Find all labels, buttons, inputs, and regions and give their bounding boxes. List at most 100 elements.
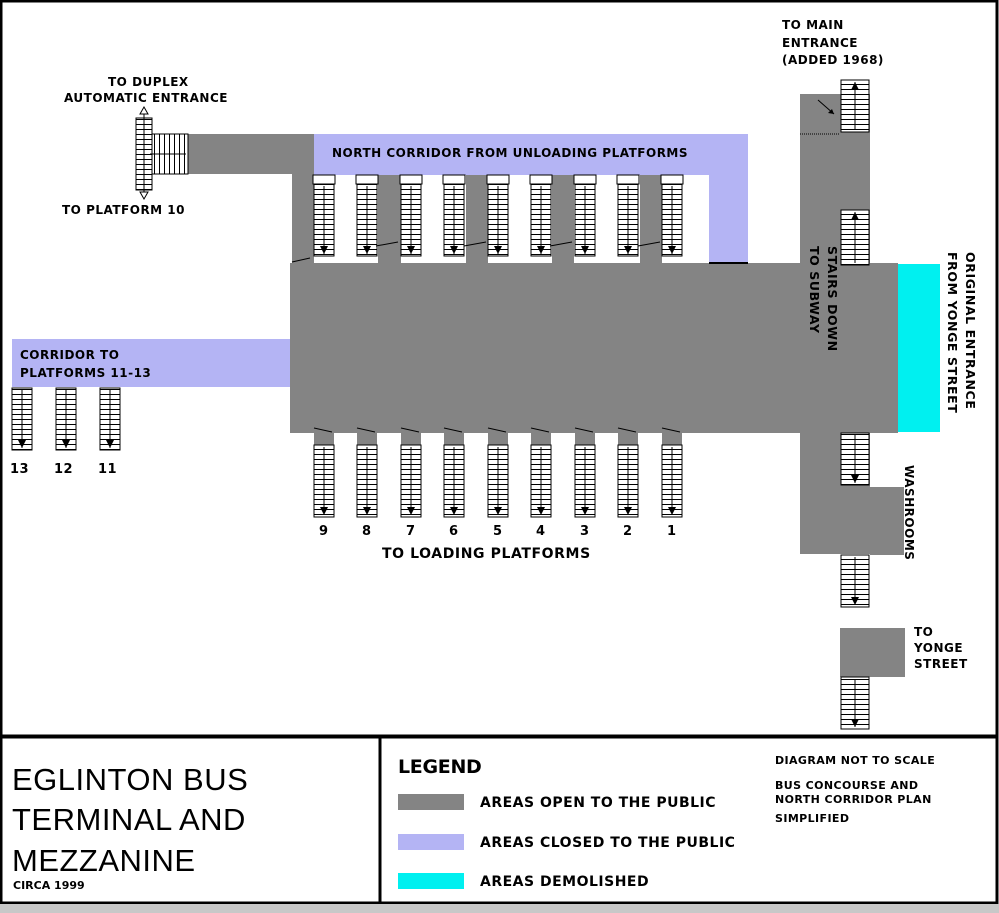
north-stair <box>356 183 378 257</box>
north-stair <box>487 183 509 257</box>
duplex-entrance-stair <box>135 105 189 201</box>
not-to-scale-note: DIAGRAM NOT TO SCALE <box>775 754 935 767</box>
landing-edge <box>637 241 661 247</box>
north-stair <box>443 183 465 257</box>
stair-stub <box>401 433 421 445</box>
landing-edge <box>549 241 573 247</box>
to-main-entrance-label: TO MAIN <box>782 18 844 32</box>
to-yonge-label-3: STREET <box>914 657 968 671</box>
legend-swatch <box>398 834 464 850</box>
stub-edge <box>356 427 376 433</box>
stub-edge <box>400 427 420 433</box>
loading-stair <box>574 444 596 518</box>
stair-stub <box>575 433 595 445</box>
original-entrance-label-2: FROM YONGE STREET <box>945 252 960 413</box>
stair-gap-1 <box>378 175 401 263</box>
to-duplex-label-2: AUTOMATIC ENTRANCE <box>64 91 228 105</box>
north-stair-landing <box>312 174 336 185</box>
loading-stair <box>487 444 509 518</box>
platform-number: 7 <box>406 524 416 539</box>
stair-stub <box>357 433 377 445</box>
original-entrance-label: ORIGINAL ENTRANCE <box>963 252 978 409</box>
to-duplex-label: TO DUPLEX <box>108 75 189 89</box>
loading-stair <box>443 444 465 518</box>
platform-number: 12 <box>54 462 73 477</box>
north-stair-landing <box>442 174 466 185</box>
platform-number: 13 <box>10 462 29 477</box>
to-yonge-label-2: YONGE <box>913 641 963 655</box>
platform-number: 9 <box>319 524 329 539</box>
main-entrance-arrow-head <box>828 109 834 114</box>
north-stair <box>530 183 552 257</box>
platform-number: 11 <box>98 462 117 477</box>
north-stair-landing <box>660 174 684 185</box>
loading-stair <box>661 444 683 518</box>
north-stair <box>661 183 683 257</box>
original-entrance-demolished <box>898 264 940 432</box>
landing-edge <box>375 241 399 247</box>
landing-edge <box>463 241 487 247</box>
washrooms-block <box>870 487 904 555</box>
north-stair-landing <box>616 174 640 185</box>
stub-edge <box>661 427 681 433</box>
to-loading-label: TO LOADING PLATFORMS <box>382 546 591 562</box>
legend-item-label: AREAS DEMOLISHED <box>480 874 649 890</box>
west-stair <box>55 387 77 451</box>
stair-gap-2 <box>466 175 488 263</box>
to-yonge-block <box>840 628 905 677</box>
north-stair-landing <box>399 174 423 185</box>
title-line-3: MEZZANINE <box>12 843 196 878</box>
stub-edge <box>574 427 594 433</box>
loading-stair <box>617 444 639 518</box>
west-stair <box>11 387 33 451</box>
simplified-note: BUS CONCOURSE AND <box>775 779 918 792</box>
north-stair-landing <box>573 174 597 185</box>
stair-stub <box>444 433 464 445</box>
platform-number: 4 <box>536 524 546 539</box>
stair-gap-4 <box>640 175 662 263</box>
yonge-street-stair <box>840 676 870 730</box>
washrooms-label: WASHROOMS <box>902 465 916 560</box>
main-entrance-stair <box>840 79 870 133</box>
stair-stub <box>531 433 551 445</box>
landing-edge <box>291 257 311 263</box>
loading-stair <box>400 444 422 518</box>
north-stair-landing <box>486 174 510 185</box>
to-main-entrance-label-3: (ADDED 1968) <box>782 53 884 67</box>
legend-item-label: AREAS CLOSED TO THE PUBLIC <box>480 835 735 851</box>
stair-stub <box>314 433 334 445</box>
north-stair <box>617 183 639 257</box>
platform-number: 3 <box>580 524 590 539</box>
corridor-label: CORRIDOR TO <box>20 348 119 362</box>
platform-number: 2 <box>623 524 633 539</box>
loading-stair <box>530 444 552 518</box>
subway-stair-lower <box>840 554 870 608</box>
north-stair-landing <box>529 174 553 185</box>
loading-stair <box>356 444 378 518</box>
west-stair <box>99 387 121 451</box>
stair-stub <box>662 433 682 445</box>
loading-stair <box>313 444 335 518</box>
to-main-entrance-label-2: ENTRANCE <box>782 36 858 50</box>
stub-edge <box>530 427 550 433</box>
title-line-1: EGLINTON BUS <box>12 762 248 797</box>
washroom-stair <box>840 432 870 486</box>
stub-edge <box>313 427 333 433</box>
stub-edge <box>617 427 637 433</box>
legend-swatch <box>398 794 464 810</box>
platform-number: 6 <box>449 524 459 539</box>
simplified-note-2: NORTH CORRIDOR PLAN <box>775 793 932 806</box>
legend-swatch <box>398 873 464 889</box>
corridor-to-11-13-closed <box>12 339 290 387</box>
bottom-gray-strip <box>0 904 999 913</box>
legend-item-label: AREAS OPEN TO THE PUBLIC <box>480 795 716 811</box>
bottom-panel-border <box>0 735 999 905</box>
stub-edge <box>487 427 507 433</box>
north-stair <box>400 183 422 257</box>
platform-number: 1 <box>667 524 677 539</box>
stair-gap-3 <box>552 175 574 263</box>
to-platform-10-label: TO PLATFORM 10 <box>62 203 185 217</box>
circa-label: CIRCA 1999 <box>13 879 85 892</box>
main-concourse <box>290 263 898 433</box>
